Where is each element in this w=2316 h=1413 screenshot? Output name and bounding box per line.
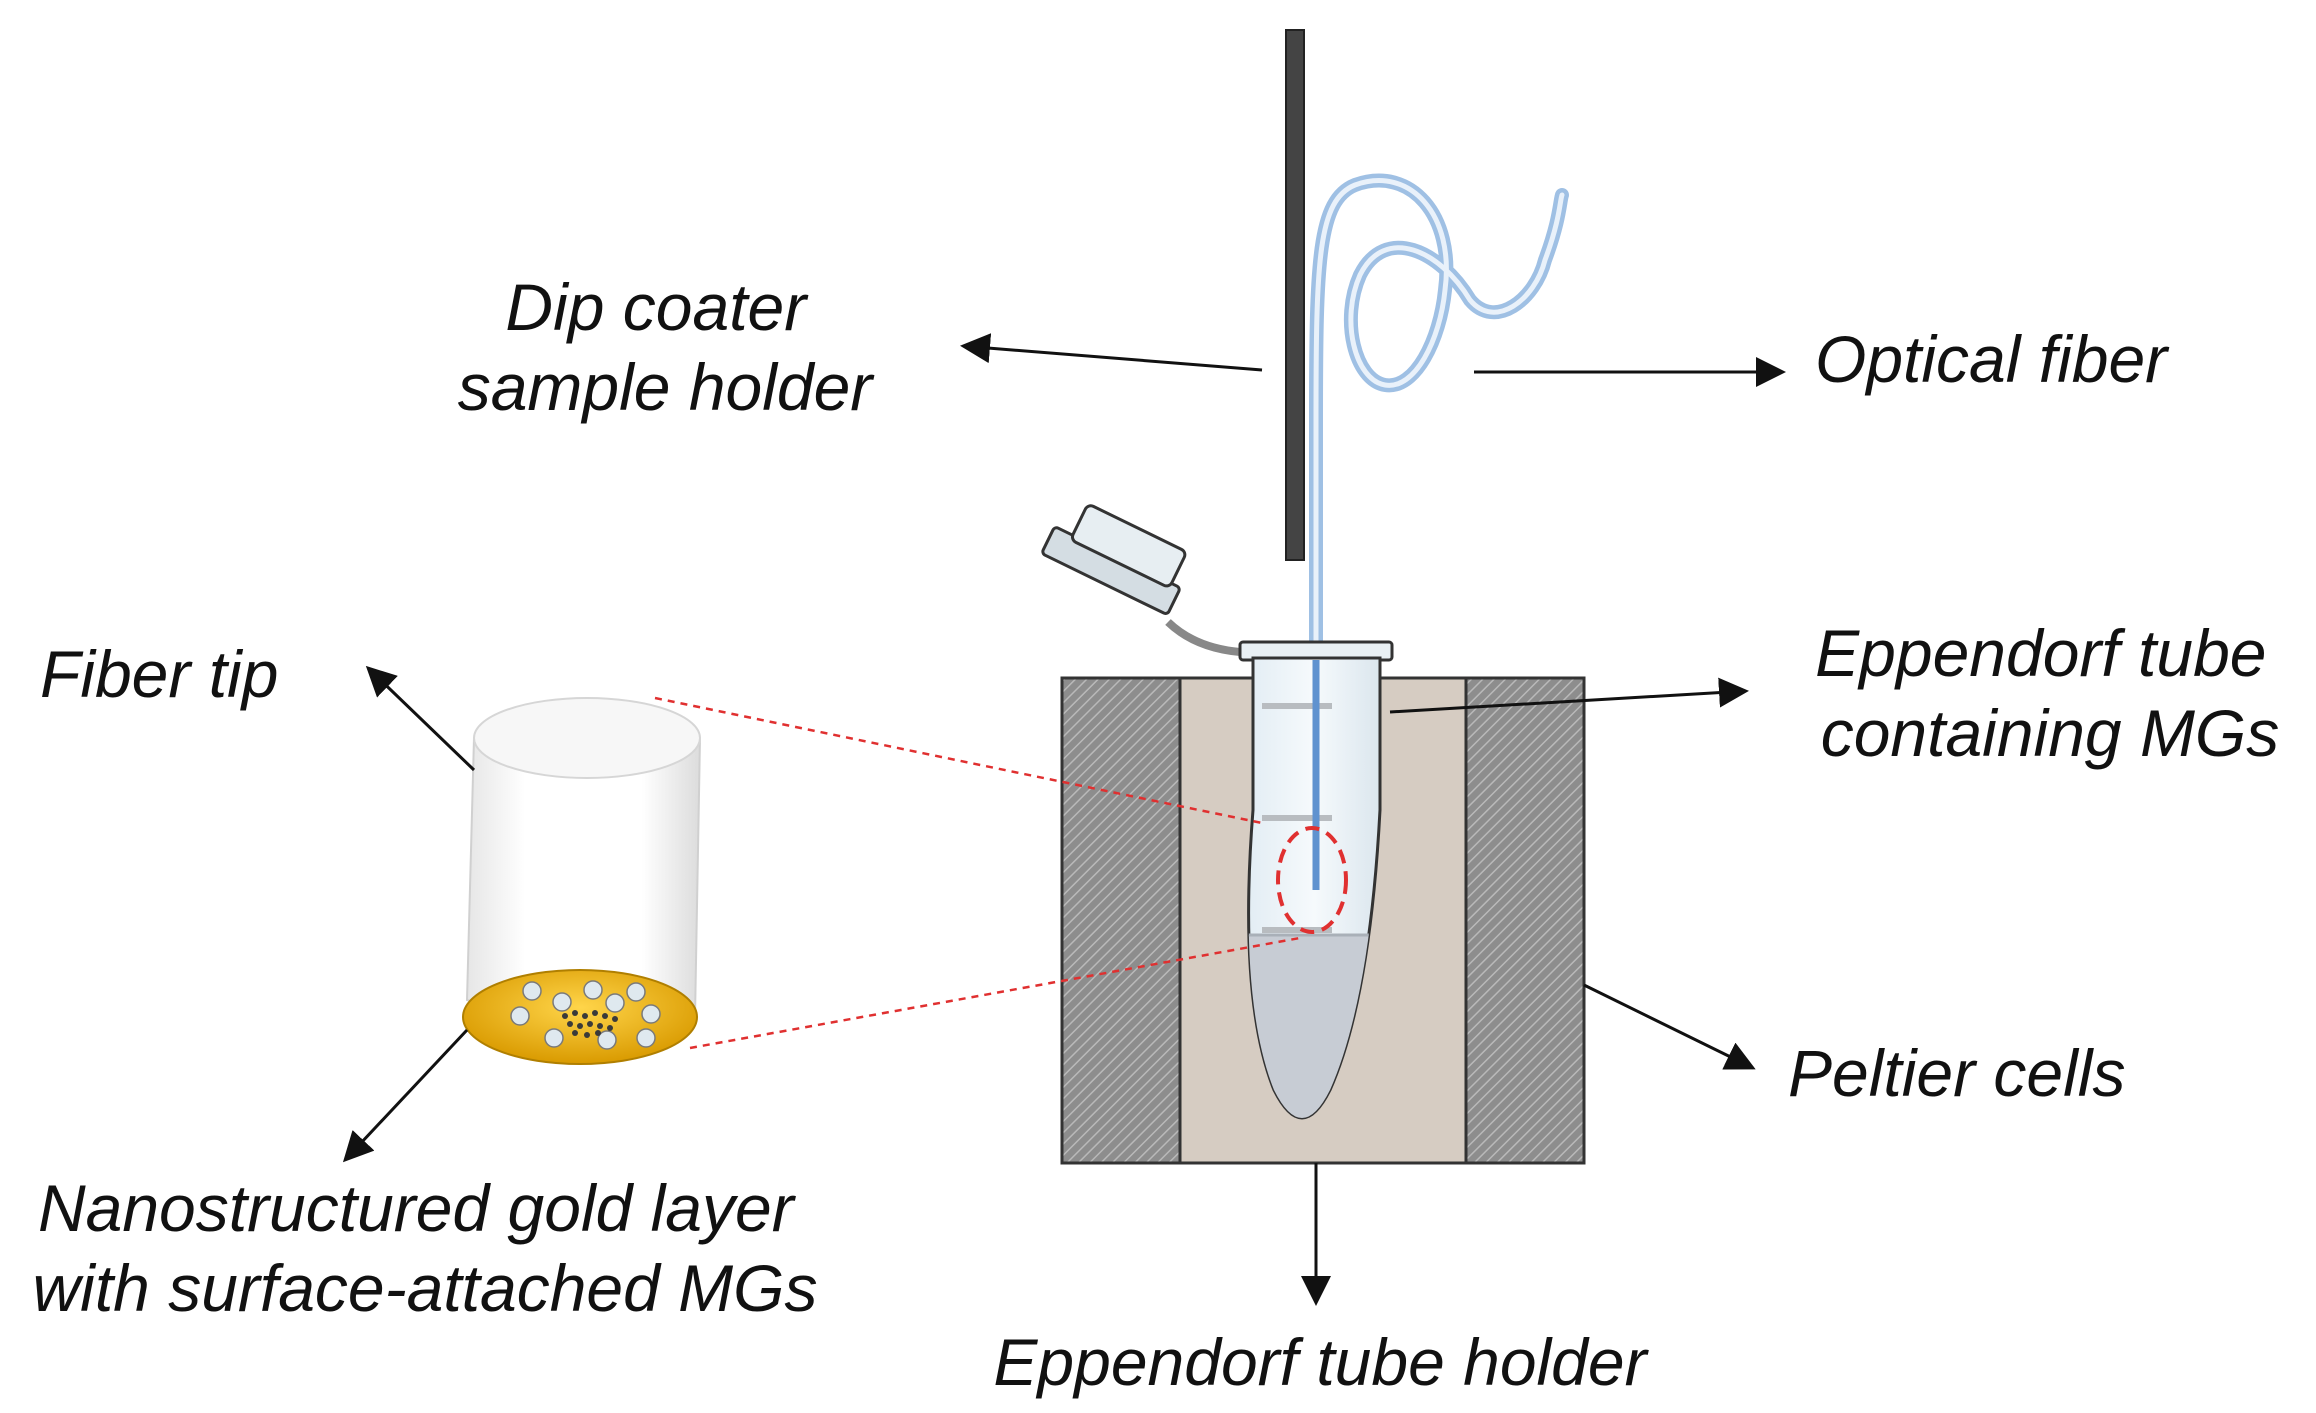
peltier-cell-left [1060,676,1182,1165]
optical-fiber [1309,173,1569,697]
tube-lid [1041,504,1187,615]
label-dip-coater: Dip coater sample holder [458,270,876,424]
arrow-eppendorf-tube [1389,677,1749,714]
arrow-peltier-cells [1583,983,1756,1070]
arrow-dip-coater [960,333,1263,372]
dip-coater-rod [1285,29,1305,561]
label-peltier-cells: Peltier cells [1788,1036,2125,1110]
label-optical-fiber: Optical fiber [1815,322,2170,396]
tube-lid-hinge [1165,619,1241,656]
label-gold-layer: Nanostructured gold layer with surface-a… [33,1171,818,1325]
gold-layer [462,969,698,1065]
fiber-tip-illustration [462,697,702,1065]
arrow-gold-layer [342,1028,469,1163]
peltier-cell-right [1464,676,1586,1165]
label-fiber-tip: Fiber tip [40,637,278,711]
label-tube-holder: Eppendorf tube holder [993,1325,1649,1399]
label-eppendorf-tube: Eppendorf tube containing MGs [1815,616,2285,770]
zoom-ellipse [1276,826,1348,934]
arrow-fiber-tip [365,665,476,772]
